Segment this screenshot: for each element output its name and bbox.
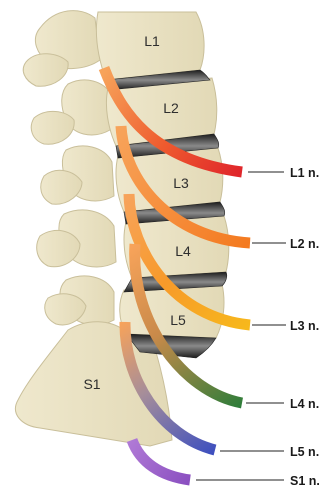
nerve-labels: L1 n. L2 n. L3 n. L4 n. L5 n. S1 n. <box>290 166 320 488</box>
nerve-label-l5: L5 n. <box>290 445 319 459</box>
vertebra-label-l5: L5 <box>170 312 186 328</box>
vertebra-label-l3: L3 <box>173 175 189 191</box>
l1-facet <box>23 54 68 86</box>
vertebra-label-l1: L1 <box>144 33 160 49</box>
nerve-s1 <box>132 440 190 480</box>
vertebra-label-s1: S1 <box>83 376 100 392</box>
nerve-label-l3: L3 n. <box>290 319 319 333</box>
l4-facet <box>37 230 80 266</box>
nerve-label-s1: S1 n. <box>290 474 320 488</box>
nerve-label-l2: L2 n. <box>290 237 319 251</box>
nerve-label-l1: L1 n. <box>290 166 319 180</box>
vertebra-label-l4: L4 <box>175 243 191 259</box>
l2-facet <box>31 111 74 144</box>
nerve-label-l4: L4 n. <box>290 397 319 411</box>
l3-facet <box>41 170 82 204</box>
vertebra-label-l2: L2 <box>163 100 179 116</box>
